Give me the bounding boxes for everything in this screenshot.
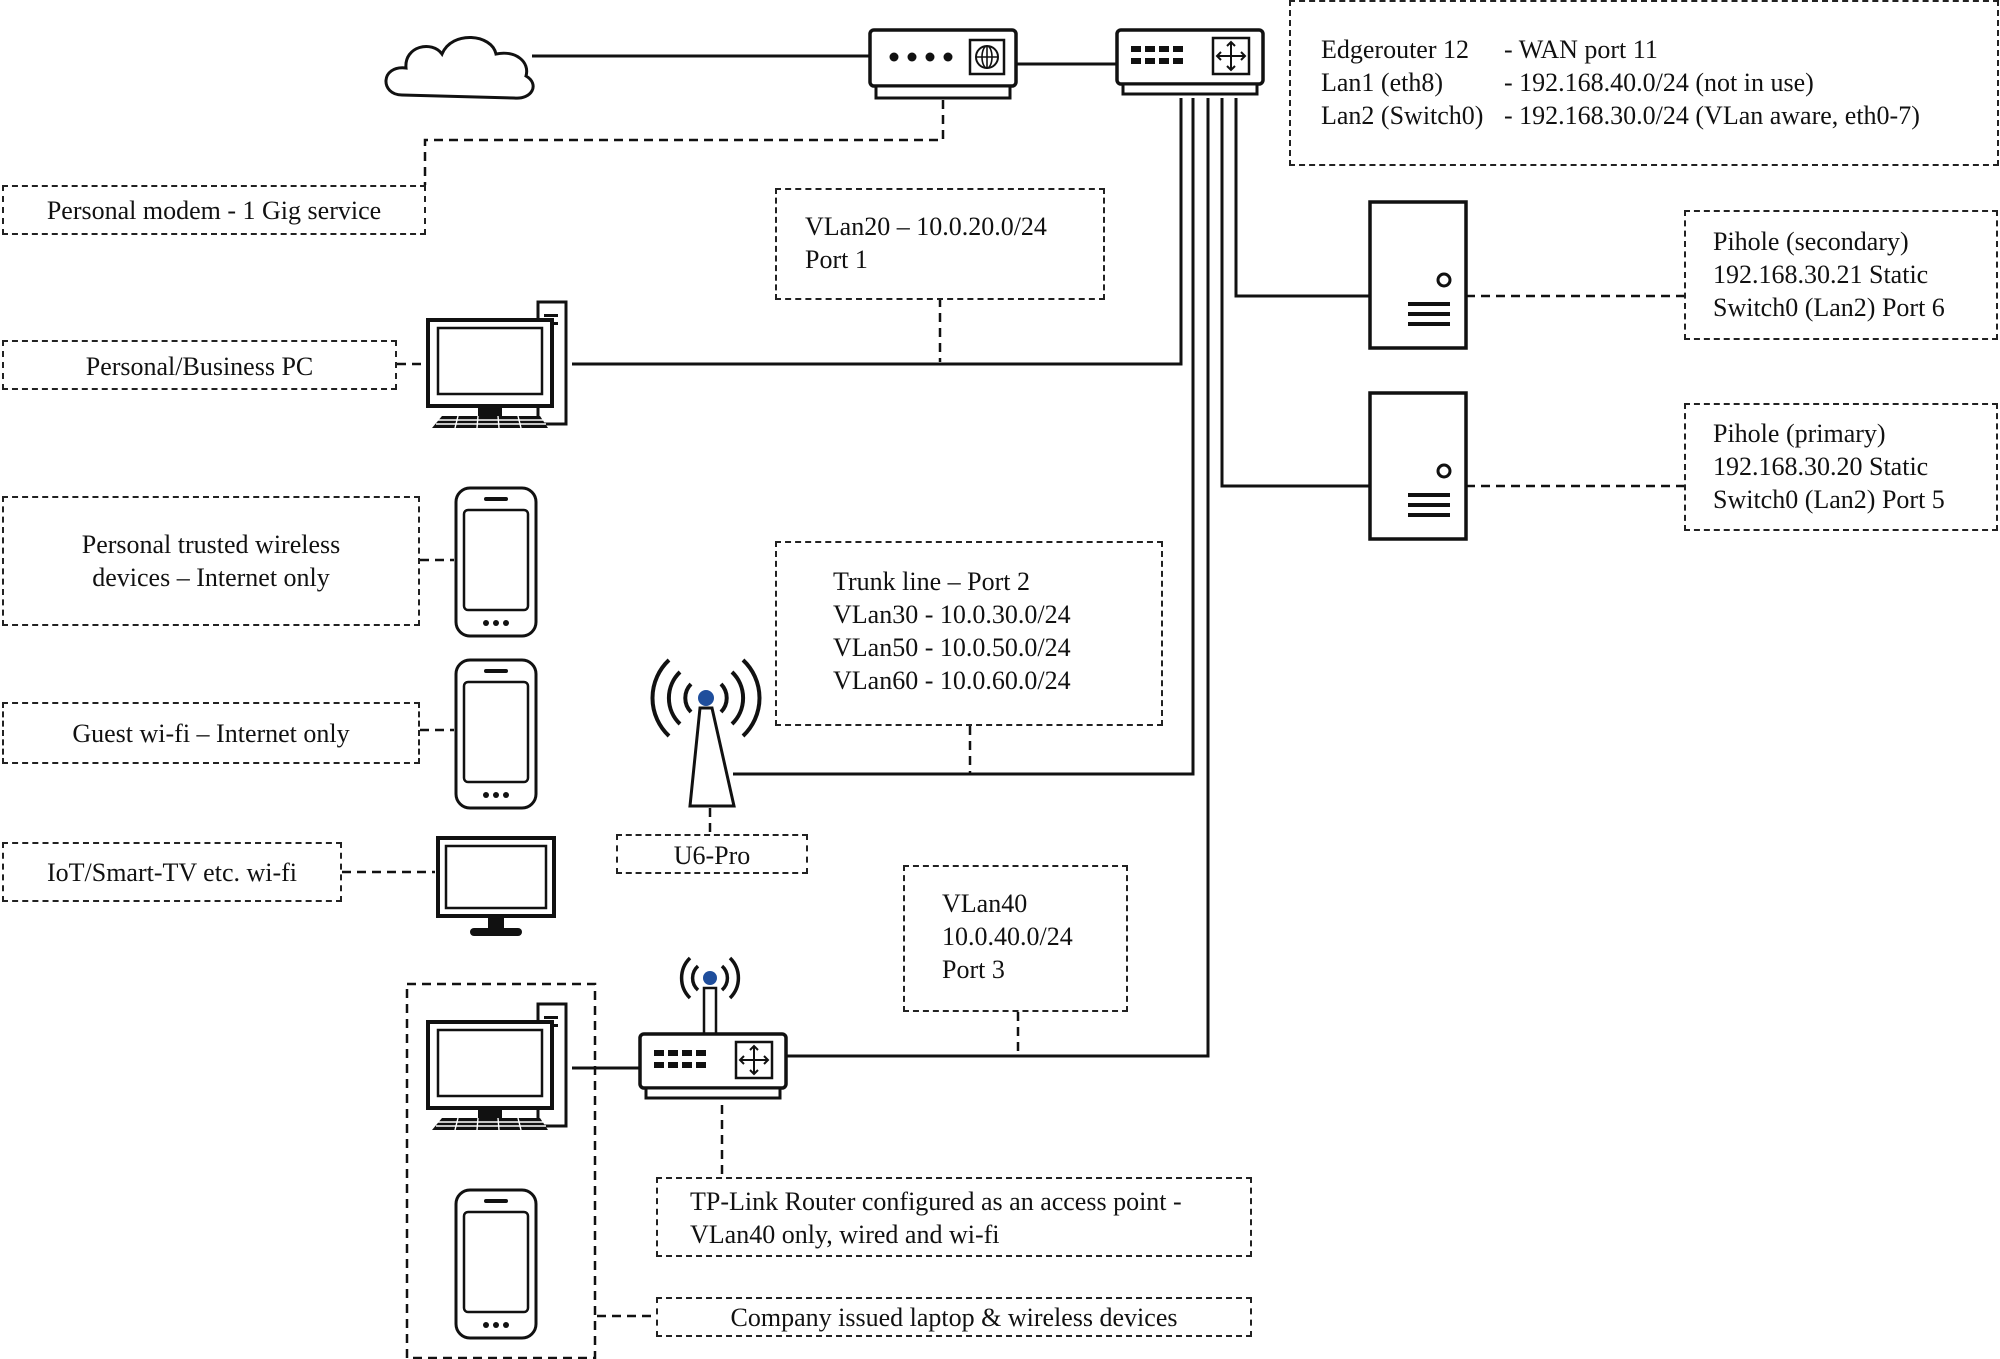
tplink-line-2: VLan40 only, wired and wi-fi — [690, 1220, 1000, 1249]
modem-label: Personal modem - 1 Gig service — [2, 185, 426, 235]
trunk-line-4: VLan60 - 10.0.60.0/24 — [833, 666, 1071, 695]
vlan20-line-1: VLan20 – 10.0.20.0/24 — [805, 212, 1047, 241]
desktop-pc-icon — [426, 300, 568, 430]
monitor-icon — [436, 836, 556, 936]
smartphone-icon-guest — [454, 658, 538, 810]
desktop-pc-icon-company — [426, 1002, 568, 1132]
edgerouter-row-2: Lan1 (eth8) - 192.168.40.0/24 (not in us… — [1321, 66, 1997, 99]
link-router-pihole-primary — [1220, 98, 1370, 488]
cloud-icon — [384, 36, 535, 100]
pihole-primary-line-1: Pihole (primary) — [1713, 419, 1886, 448]
server-icon-secondary — [1368, 200, 1468, 350]
wifi-router-icon — [638, 956, 788, 1100]
pihole-primary-label: Pihole (primary) 192.168.30.20 Static Sw… — [1684, 403, 1998, 531]
edgerouter-row-1-name: Edgerouter 12 — [1321, 35, 1470, 64]
trunk-line-1: Trunk line – Port 2 — [833, 567, 1030, 596]
server-icon-primary — [1368, 391, 1468, 541]
modem-label-text: Personal modem - 1 Gig service — [46, 196, 382, 225]
callout-leaders — [342, 100, 1684, 1318]
vlan40-label: VLan40 10.0.40.0/24 Port 3 — [903, 865, 1128, 1012]
access-point-icon — [650, 658, 762, 808]
iot-label-text: IoT/Smart-TV etc. wi-fi — [46, 858, 298, 887]
edgerouter-row-3-value: - 192.168.30.0/24 (VLan aware, eth0-7) — [1504, 101, 1920, 130]
modem-icon — [868, 28, 1018, 100]
edgerouter-row-3: Lan2 (Switch0) - 192.168.30.0/24 (VLan a… — [1321, 99, 1997, 132]
guest-label: Guest wi-fi – Internet only — [2, 702, 420, 764]
smartphone-icon-trusted — [454, 486, 538, 638]
connections — [532, 54, 1370, 1070]
pihole-secondary-line-1: Pihole (secondary) — [1713, 227, 1909, 256]
vlan40-line-1: VLan40 — [942, 889, 1028, 918]
edgerouter-row-1-value: - WAN port 11 — [1504, 35, 1658, 64]
vlan20-line-2: Port 1 — [805, 245, 868, 274]
router-icon — [1115, 28, 1265, 96]
tplink-label: TP-Link Router configured as an access p… — [656, 1177, 1252, 1257]
pc-label-text: Personal/Business PC — [85, 352, 314, 381]
trusted-wireless-label: Personal trusted wireless devices – Inte… — [2, 496, 420, 626]
pihole-secondary-line-3: Switch0 (Lan2) Port 6 — [1713, 293, 1945, 322]
link-router-u6pro — [733, 98, 1195, 776]
edgerouter-row-1: Edgerouter 12 - WAN port 11 — [1321, 33, 1997, 66]
edgerouter-row-3-name: Lan2 (Switch0) — [1321, 101, 1484, 130]
edgerouter-row-2-name: Lan1 (eth8) — [1321, 68, 1444, 97]
trusted-wireless-line-2: devices – Internet only — [92, 563, 330, 592]
link-router-tplink — [785, 98, 1210, 1058]
u6pro-label: U6-Pro — [616, 834, 808, 874]
u6pro-label-text: U6-Pro — [673, 841, 751, 870]
company-devices-group — [405, 982, 597, 1359]
trunk-line-2: VLan30 - 10.0.30.0/24 — [833, 600, 1071, 629]
trunk-line-3: VLan50 - 10.0.50.0/24 — [833, 633, 1071, 662]
pihole-primary-line-2: 192.168.30.20 Static — [1713, 452, 1929, 481]
guest-label-text: Guest wi-fi – Internet only — [72, 719, 350, 748]
tplink-line-1: TP-Link Router configured as an access p… — [690, 1187, 1182, 1216]
pc-label: Personal/Business PC — [2, 340, 397, 390]
company-label: Company issued laptop & wireless devices — [656, 1297, 1252, 1337]
vlan40-line-2: 10.0.40.0/24 — [942, 922, 1073, 951]
iot-label: IoT/Smart-TV etc. wi-fi — [2, 842, 342, 902]
edgerouter-label: Edgerouter 12 - WAN port 11 Lan1 (eth8) … — [1289, 0, 1999, 166]
edgerouter-row-2-value: - 192.168.40.0/24 (not in use) — [1504, 68, 1814, 97]
link-router-pc — [572, 98, 1183, 366]
smartphone-icon-company — [454, 1188, 538, 1340]
pihole-secondary-label: Pihole (secondary) 192.168.30.21 Static … — [1684, 210, 1998, 340]
trusted-wireless-line-1: Personal trusted wireless — [81, 530, 341, 559]
trunk-label: Trunk line – Port 2 VLan30 - 10.0.30.0/2… — [775, 541, 1163, 726]
link-router-pihole-secondary — [1234, 98, 1370, 298]
vlan40-line-3: Port 3 — [942, 955, 1005, 984]
company-label-text: Company issued laptop & wireless devices — [730, 1303, 1178, 1332]
pihole-primary-line-3: Switch0 (Lan2) Port 5 — [1713, 485, 1945, 514]
vlan20-label: VLan20 – 10.0.20.0/24 Port 1 — [775, 188, 1105, 300]
pihole-secondary-line-2: 192.168.30.21 Static — [1713, 260, 1929, 289]
